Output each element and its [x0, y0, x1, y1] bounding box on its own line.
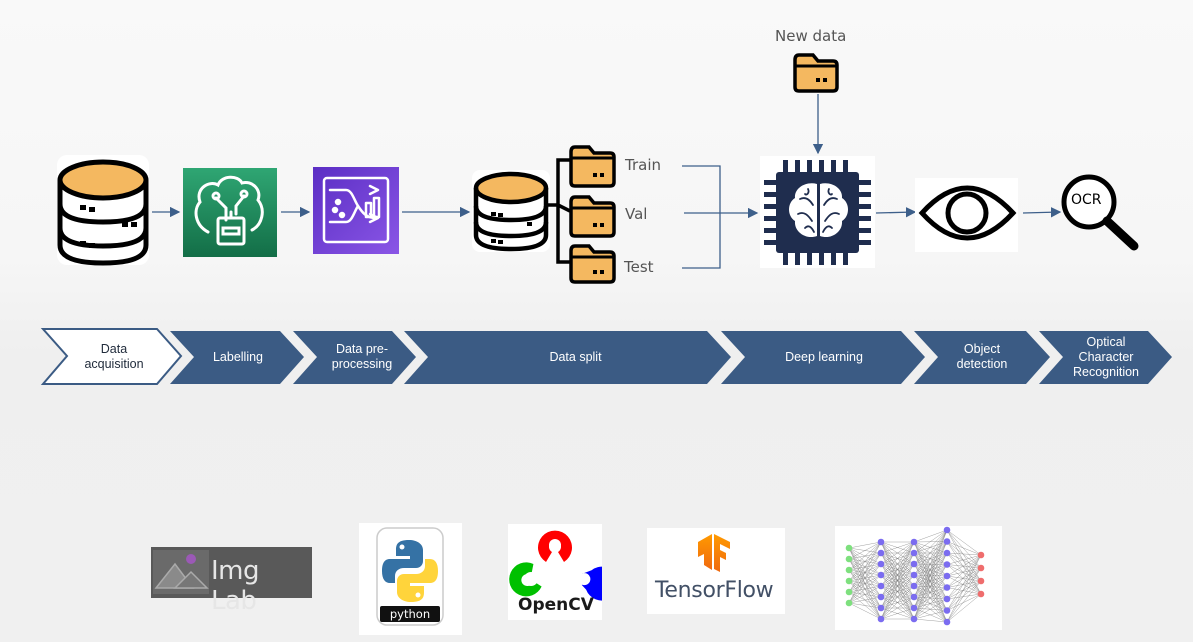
tensorflow-text: TensorFlow	[655, 578, 774, 603]
nn-node	[877, 615, 885, 623]
nn-node	[943, 584, 951, 591]
python-logo: python	[359, 523, 462, 635]
imglab-logo: Img Lab	[151, 547, 312, 616]
nn-node	[877, 571, 885, 579]
ai-chip-icon	[760, 156, 875, 268]
nn-node	[910, 560, 918, 568]
labelling-icon	[183, 168, 277, 257]
nn-node	[910, 615, 918, 623]
nn-node	[910, 538, 918, 546]
nn-node	[943, 572, 951, 580]
nn-node	[877, 582, 885, 590]
step-labelling: Labelling	[212, 349, 264, 364]
train-label: Train	[625, 156, 661, 174]
nn-node	[877, 538, 885, 546]
mountain-icon	[153, 550, 209, 594]
opencv-logo: OpenCV	[508, 524, 620, 620]
nn-node	[910, 549, 918, 557]
step-data-split: Data split	[549, 349, 602, 364]
nn-node	[910, 593, 918, 601]
preprocessing-icon	[313, 167, 399, 254]
val-folder-icon	[569, 195, 616, 238]
nn-node	[845, 599, 853, 607]
neural-network-logo	[835, 526, 1002, 630]
nn-node	[877, 604, 885, 612]
tensorflow-icon	[698, 534, 730, 572]
python-icon	[376, 527, 444, 626]
nn-node	[943, 526, 951, 534]
pipeline-chevrons	[40, 328, 1172, 385]
nn-node	[845, 588, 853, 596]
nn-node	[943, 618, 951, 626]
val-label: Val	[625, 205, 648, 223]
nn-node	[977, 551, 985, 559]
eye-icon	[915, 178, 1018, 252]
test-label: Test	[624, 258, 654, 276]
database-icon	[57, 155, 149, 266]
test-folder-icon	[569, 244, 616, 284]
tensorflow-logo: TensorFlow	[647, 528, 785, 614]
train-folder-icon	[569, 145, 616, 188]
imglab-text: Img Lab	[211, 556, 260, 616]
nn-node	[910, 604, 918, 612]
nn-node	[943, 561, 951, 568]
nn-node	[845, 577, 853, 585]
nn-node	[877, 593, 885, 601]
opencv-text: OpenCV	[518, 595, 594, 615]
nn-node	[943, 549, 951, 557]
nn-node	[910, 571, 918, 579]
nn-node	[845, 566, 853, 574]
nn-node	[845, 544, 853, 552]
new-data-folder-icon	[793, 53, 839, 93]
new-data-label: New data	[775, 27, 847, 45]
nn-node	[943, 538, 951, 545]
flow-arrows	[152, 94, 1062, 218]
nn-node	[877, 549, 885, 557]
nn-node	[977, 564, 985, 572]
nn-node	[910, 582, 918, 590]
nn-node	[943, 607, 951, 614]
python-text: python	[389, 607, 431, 621]
nn-node	[877, 560, 885, 568]
nn-node	[943, 595, 951, 603]
nn-node	[977, 577, 985, 585]
nn-node	[977, 590, 985, 598]
nn-node	[845, 555, 853, 563]
split-database-icon	[472, 158, 571, 264]
step-deep-learning: Deep learning	[785, 349, 863, 364]
step-data-preprocessing: Data pre-processing	[331, 342, 393, 371]
ocr-magnifier-icon	[1061, 174, 1139, 251]
ocr-label: OCR	[1071, 192, 1102, 208]
